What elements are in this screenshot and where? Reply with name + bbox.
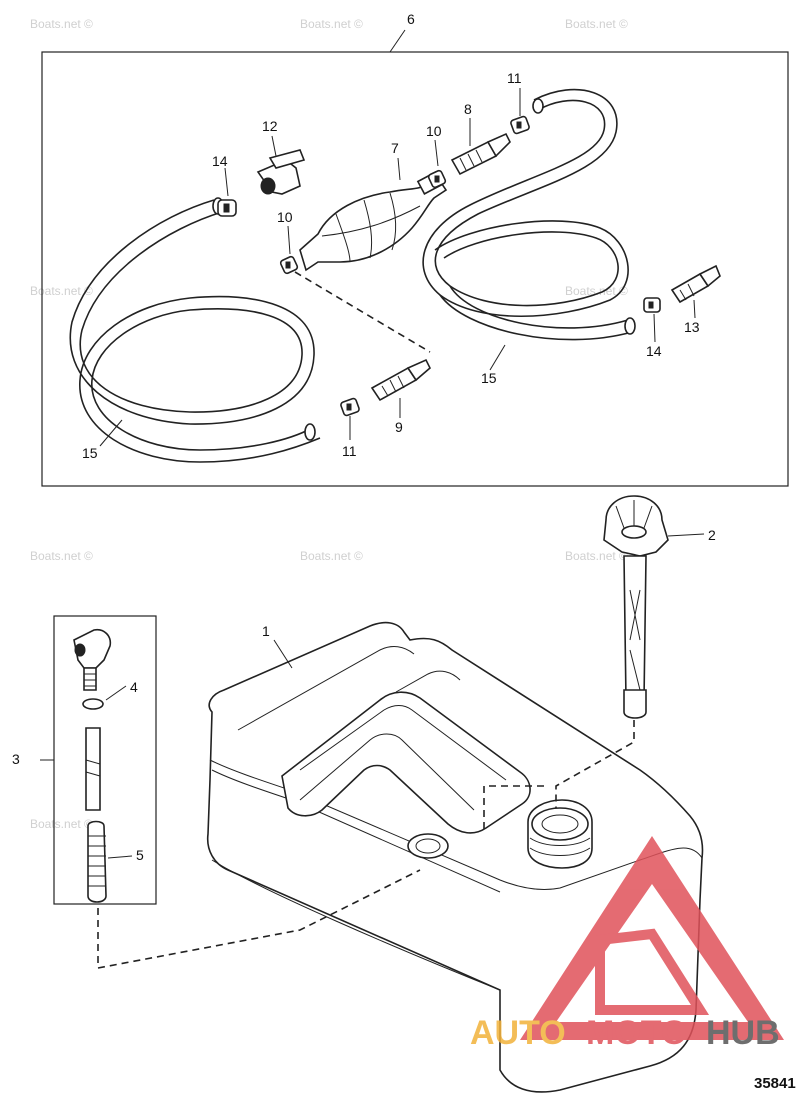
assembly-link-cap — [483, 785, 544, 830]
fitting-9 — [370, 358, 431, 402]
callout-13: 13 — [684, 319, 700, 335]
callout-15: 15 — [82, 445, 98, 461]
callout-8: 8 — [464, 101, 472, 117]
assembly-link-upper — [294, 271, 431, 353]
automotohub-logo: AUTO MOTO HUB — [470, 836, 784, 1052]
pickup-tube — [85, 727, 101, 811]
logo-text-auto: AUTO — [470, 1014, 566, 1052]
fitting-13 — [670, 264, 721, 304]
watermark: Boats.net © — [30, 817, 93, 831]
leader-lines-upper — [99, 29, 696, 447]
assembly-link-gauge — [555, 720, 635, 808]
fuel-line-kit-frame — [41, 51, 789, 487]
connector-12 — [256, 149, 306, 195]
callout-11: 11 — [342, 443, 357, 459]
watermark: Boats.net © — [30, 284, 93, 298]
nut-11-lower — [340, 397, 360, 417]
filter-5 — [87, 820, 107, 903]
nut-10-left — [279, 255, 299, 275]
callout-10: 10 — [426, 123, 442, 139]
document-number: 35841 — [754, 1075, 796, 1092]
nut-10-upper — [427, 169, 447, 189]
callout-7: 7 — [391, 140, 399, 156]
watermark: Boats.net © — [565, 17, 628, 31]
callout-1: 1 — [262, 623, 270, 639]
nut-11-upper — [510, 115, 530, 135]
watermark: Boats.net © — [300, 17, 363, 31]
fuel-gauge-cap — [603, 495, 669, 719]
watermark: Boats.net © — [565, 549, 628, 563]
callout-14: 14 — [212, 153, 228, 169]
nut-14-upper — [217, 199, 237, 217]
o-ring-4 — [82, 698, 104, 710]
callout-4: 4 — [130, 679, 138, 695]
watermark: Boats.net © — [30, 549, 93, 563]
callout-5: 5 — [136, 847, 144, 863]
fuel-hose-right — [422, 88, 636, 341]
callout-3: 3 — [12, 751, 20, 767]
callouts: 6 11 8 10 7 12 14 10 13 14 15 15 11 9 1 … — [12, 11, 716, 863]
callout-15: 15 — [481, 370, 497, 386]
fuel-hose-left — [69, 197, 321, 463]
callout-6: 6 — [407, 11, 415, 27]
logo-triangle-icon — [520, 836, 784, 1040]
nut-14-right — [643, 297, 661, 313]
watermark: Boats.net © — [30, 17, 93, 31]
watermark: Boats.net © — [565, 284, 628, 298]
assembly-link-pickup — [97, 869, 421, 969]
callout-9: 9 — [395, 419, 403, 435]
fitting-8 — [450, 132, 511, 176]
callout-14: 14 — [646, 343, 662, 359]
watermark: Boats.net © — [300, 549, 363, 563]
callout-10: 10 — [277, 209, 293, 225]
logo-text-hub: HUB — [706, 1014, 780, 1052]
callout-12: 12 — [262, 118, 278, 134]
logo-text-moto: MOTO — [586, 1014, 687, 1052]
pickup-elbow — [73, 628, 112, 691]
logo-inner-icon — [595, 928, 710, 1015]
leader-lines-lower — [40, 533, 705, 859]
callout-11: 11 — [507, 70, 522, 86]
callout-2: 2 — [708, 527, 716, 543]
